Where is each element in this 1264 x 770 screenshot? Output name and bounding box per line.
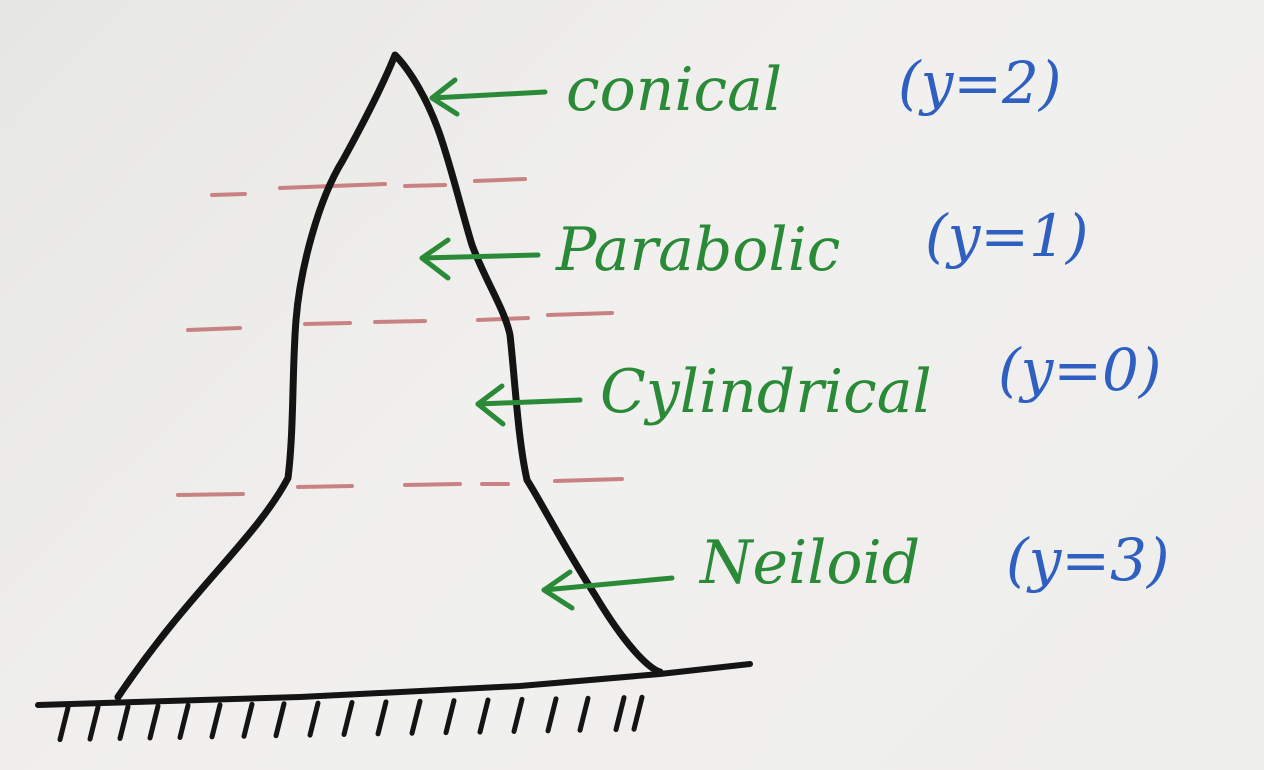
ground-hatch-mark <box>545 696 559 734</box>
divider-conical-parabolic <box>210 177 527 197</box>
tree-profile-outline <box>114 51 664 701</box>
ground-hatch-mark <box>375 699 389 737</box>
arrow-parabolic <box>419 237 541 281</box>
ground-hatch-mark <box>117 704 131 742</box>
ground-hatch-mark <box>209 702 223 740</box>
ground-hatch-mark <box>87 704 101 742</box>
arrow-neiloid <box>541 569 675 611</box>
ground-hatch-mark <box>241 701 255 739</box>
ground-hatch-mark <box>477 697 491 735</box>
ground-hatch-mark <box>409 698 423 736</box>
ground-hatch-mark <box>273 701 287 739</box>
divider-parabolic-cylindrical <box>186 311 614 332</box>
label-neiloid: Neiloid <box>698 528 920 598</box>
arrows <box>419 77 675 611</box>
ground-hatching <box>57 694 645 743</box>
label-parabolic-y: (y=1) <box>925 202 1089 270</box>
ground-hatch-mark <box>577 695 591 733</box>
ground-hatch-mark <box>147 703 161 741</box>
label-neiloid-y: (y=3) <box>1006 526 1170 594</box>
label-conical: conical <box>566 55 782 125</box>
divider-cylindrical-neiloid <box>176 477 624 497</box>
label-cylindrical-y: (y=0) <box>998 336 1162 404</box>
ground-line <box>35 661 753 708</box>
ground-hatch-mark <box>57 705 71 743</box>
label-cylindrical: Cylindrical <box>600 357 932 427</box>
ground-hatch-mark <box>443 698 457 736</box>
ground-hatch-mark <box>631 694 645 732</box>
arrow-cylindrical <box>475 383 583 427</box>
arrow-conical <box>429 77 548 117</box>
ground-hatch-mark <box>307 700 321 738</box>
label-parabolic: Parabolic <box>555 215 840 285</box>
ground <box>35 661 753 743</box>
ground-hatch-mark <box>511 696 525 734</box>
ground-hatch-mark <box>613 695 627 733</box>
label-conical-y: (y=2) <box>898 49 1062 117</box>
ground-hatch-mark <box>341 699 355 737</box>
ground-hatch-mark <box>177 702 191 740</box>
